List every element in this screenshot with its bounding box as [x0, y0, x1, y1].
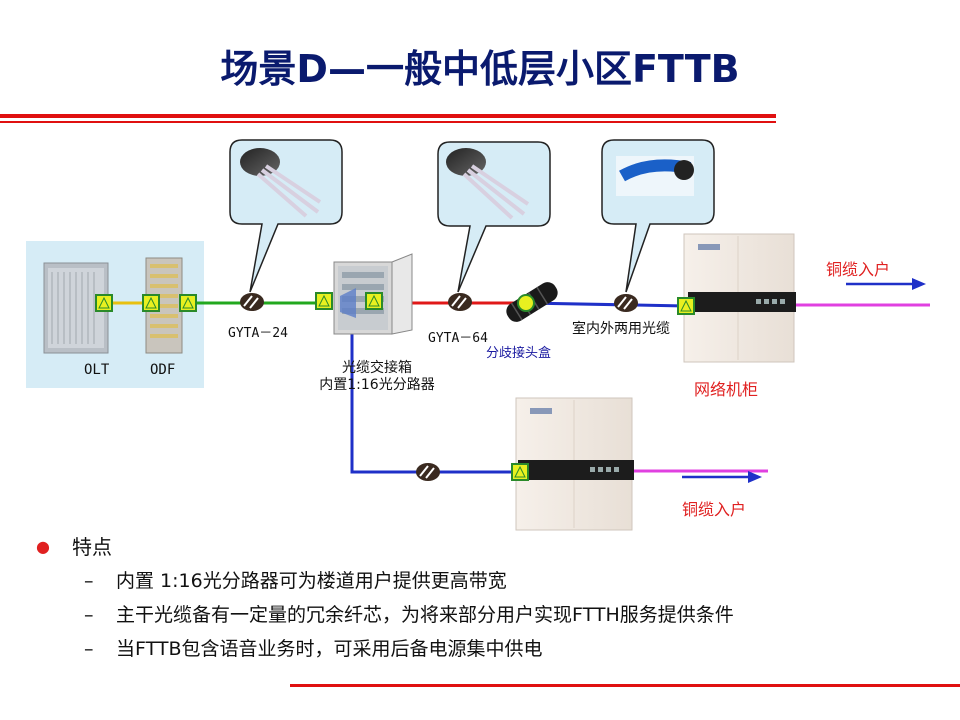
fiber-indoor-outdoor	[525, 301, 687, 308]
copper-label-2: 铜缆入户	[682, 500, 747, 519]
fiber-cable-icon	[448, 293, 472, 311]
features-heading: 特点	[72, 535, 112, 559]
splice-label: 分歧接头盒	[486, 346, 552, 361]
cable-label-gyta64: GYTA－64	[428, 331, 488, 346]
network-cabinet-1	[683, 233, 796, 363]
connector-icon	[179, 294, 197, 312]
odf-rack	[145, 257, 183, 354]
dash-icon: –	[84, 638, 94, 660]
olt-label: OLT	[84, 362, 110, 378]
cable-label-indoor-outdoor: 室内外两用光缆	[572, 321, 670, 337]
network-cabinet-2	[515, 397, 634, 531]
fiber-cable-icon	[614, 294, 638, 312]
feature-text: 当FTTB包含语音业务时，可采用后备电源集中供电	[116, 638, 543, 660]
title-rule-thin	[0, 121, 776, 123]
cabinet-label: 光缆交接箱 内置1:16光分路器	[302, 360, 452, 394]
olt-rack	[43, 262, 109, 354]
cabinet-label-line1: 光缆交接箱	[342, 360, 412, 376]
callout-cable-gyta24	[229, 139, 343, 293]
footer-rule	[290, 684, 960, 687]
title-rule-thick	[0, 114, 776, 118]
network-cabinet-label: 网络机柜	[694, 380, 759, 399]
page-title: 场景D—一般中低层小区FTTB	[220, 47, 740, 91]
callout-cable-indoor-outdoor	[601, 139, 715, 293]
feature-text: 内置 1:16光分路器可为楼道用户提供更高带宽	[116, 570, 507, 592]
copper-label-1: 铜缆入户	[826, 260, 891, 279]
cable-label-gyta24: GYTA－24	[228, 326, 288, 341]
feature-item: – 当FTTB包含语音业务时，可采用后备电源集中供电	[36, 632, 734, 666]
arrow-icon	[682, 471, 762, 483]
connector-icon	[677, 297, 695, 315]
features-heading-row: ● 特点	[36, 530, 734, 564]
splice-node	[517, 294, 535, 312]
connector-icon	[365, 292, 383, 310]
connector-icon	[95, 294, 113, 312]
fiber-branch	[350, 320, 520, 474]
connector-icon	[511, 463, 529, 481]
feature-item: – 主干光缆备有一定量的冗余纤芯，为将来部分用户实现FTTH服务提供条件	[36, 598, 734, 632]
features-list: ● 特点 – 内置 1:16光分路器可为楼道用户提供更高带宽 – 主干光缆备有一…	[36, 530, 734, 666]
arrow-icon	[846, 278, 926, 290]
fiber-cable-icon	[240, 293, 264, 311]
cabinet-label-line2: 内置1:16光分路器	[319, 377, 435, 393]
odf-label: ODF	[150, 362, 176, 378]
feature-item: – 内置 1:16光分路器可为楼道用户提供更高带宽	[36, 564, 734, 598]
callout-cable-gyta64	[437, 141, 551, 293]
connector-icon	[142, 294, 160, 312]
fiber-cable-icon	[416, 463, 440, 481]
bullet-dot-icon: ●	[36, 537, 50, 556]
dash-icon: –	[84, 604, 94, 626]
feature-text: 主干光缆备有一定量的冗余纤芯，为将来部分用户实现FTTH服务提供条件	[116, 604, 734, 626]
connector-icon	[315, 292, 333, 310]
dash-icon: –	[84, 570, 94, 592]
